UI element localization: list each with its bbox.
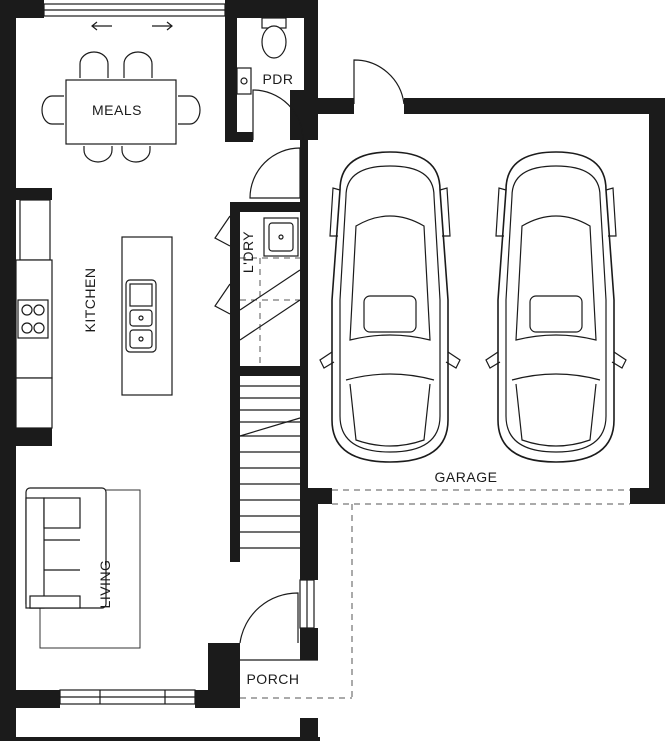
sofa-icon <box>25 487 107 609</box>
door-laundry-top <box>214 215 231 247</box>
door-garage-side <box>353 59 405 105</box>
sink-icon <box>125 279 157 353</box>
label-garage: GARAGE <box>435 469 498 485</box>
chair-icon <box>41 51 201 163</box>
windows <box>19 3 315 705</box>
wall-bottom-mid <box>195 690 240 708</box>
window-kitchen <box>19 199 51 261</box>
arrow-icon <box>91 21 173 31</box>
wall-bottom-edge <box>0 737 320 741</box>
label-living: LIVING <box>97 560 113 609</box>
laundry-tub <box>263 217 299 257</box>
wall-garage-top-right <box>404 98 665 114</box>
label-laundry: L'DRY <box>240 231 256 273</box>
label-porch: PORCH <box>246 671 299 687</box>
kitchen-bench <box>15 259 53 429</box>
wall-top-right <box>225 0 318 18</box>
laundry-dashed <box>240 257 300 366</box>
label-meals: MEALS <box>92 102 142 118</box>
wall-bottom-right-post <box>300 718 318 741</box>
pdr-basin <box>236 67 252 95</box>
wall-garage-left <box>300 98 308 500</box>
wall-upper-right <box>304 0 318 100</box>
room-labels: MEALS PDR KITCHEN L'DRY GARAGE LIVING PO… <box>82 71 497 687</box>
label-pdr: PDR <box>262 71 293 87</box>
garage-door <box>332 489 630 505</box>
wall-laundry-bottom <box>230 366 304 376</box>
meals-table <box>65 79 177 145</box>
wall-kitchen-bottom <box>16 428 52 446</box>
wall-garage-top-left <box>304 98 354 114</box>
wall-kitchen-top <box>16 188 52 200</box>
wall-bottom-left <box>0 690 60 708</box>
door-garage <box>249 147 301 199</box>
label-kitchen: KITCHEN <box>82 268 98 333</box>
wall-top-left <box>0 0 44 18</box>
wall-laundry-top <box>230 202 304 212</box>
staircase <box>239 269 301 549</box>
wall-pdr-bottom-left <box>225 132 253 142</box>
wall-garage-right <box>649 98 665 504</box>
wall-lower-right <box>300 500 318 580</box>
car-icon <box>485 151 627 463</box>
porch-outline <box>240 504 353 699</box>
door-laundry-bottom <box>214 283 231 315</box>
wall-left <box>0 0 16 741</box>
door-pdr <box>252 89 304 141</box>
wall-stair-left <box>230 202 240 562</box>
wall-porch-right <box>300 628 318 660</box>
door-front <box>239 592 299 644</box>
wall-garage-bottom-right <box>630 488 665 504</box>
car-icon <box>319 151 461 463</box>
wall-pdr-left <box>225 0 237 140</box>
doors <box>214 59 405 644</box>
cooktop-icon <box>17 299 49 339</box>
toilet-icon <box>261 17 287 59</box>
